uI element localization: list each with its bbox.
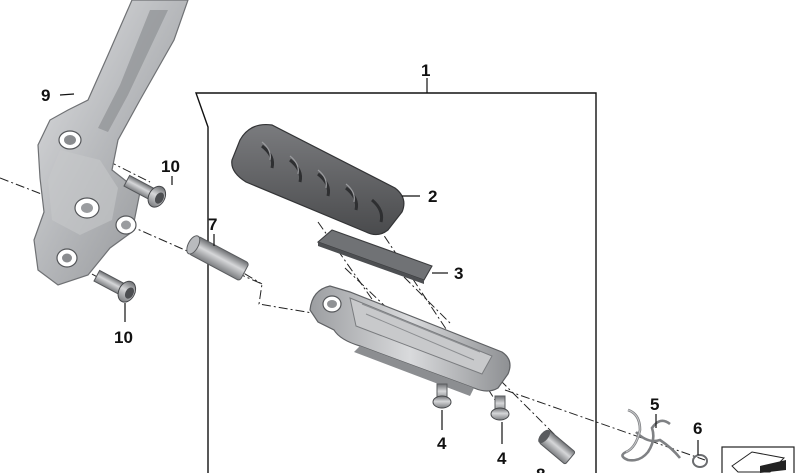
spacer-sleeve: [538, 429, 576, 465]
callout-2: 2: [428, 187, 437, 206]
callout-4-right: 4: [497, 449, 507, 468]
callout-9: 9: [41, 86, 50, 105]
screw-left: [432, 383, 452, 409]
footrest-carrier-bracket: [33, 0, 189, 286]
bolt-upper: [123, 174, 167, 208]
callout-6: 6: [693, 419, 702, 438]
footpeg-body: [309, 285, 511, 396]
torsion-spring: [621, 408, 682, 462]
callout-7: 7: [208, 215, 217, 234]
pivot-pin: [186, 235, 249, 281]
retaining-clip: [692, 454, 708, 468]
callout-8: 8: [536, 465, 545, 473]
callout-3: 3: [454, 264, 463, 283]
callout-10-upper: 10: [161, 157, 180, 176]
bolt-lower: [93, 269, 137, 303]
callout-4-left: 4: [437, 434, 447, 453]
rubber-footpeg-pad: [231, 123, 405, 236]
callout-1: 1: [421, 61, 430, 80]
callout-10-lower: 10: [114, 328, 133, 347]
callout-5: 5: [650, 395, 659, 414]
callout-leaders: [59, 93, 699, 455]
damping-insert-plate: [316, 229, 433, 284]
screw-right: [490, 395, 510, 421]
parts-symbol-icon: [721, 446, 795, 473]
